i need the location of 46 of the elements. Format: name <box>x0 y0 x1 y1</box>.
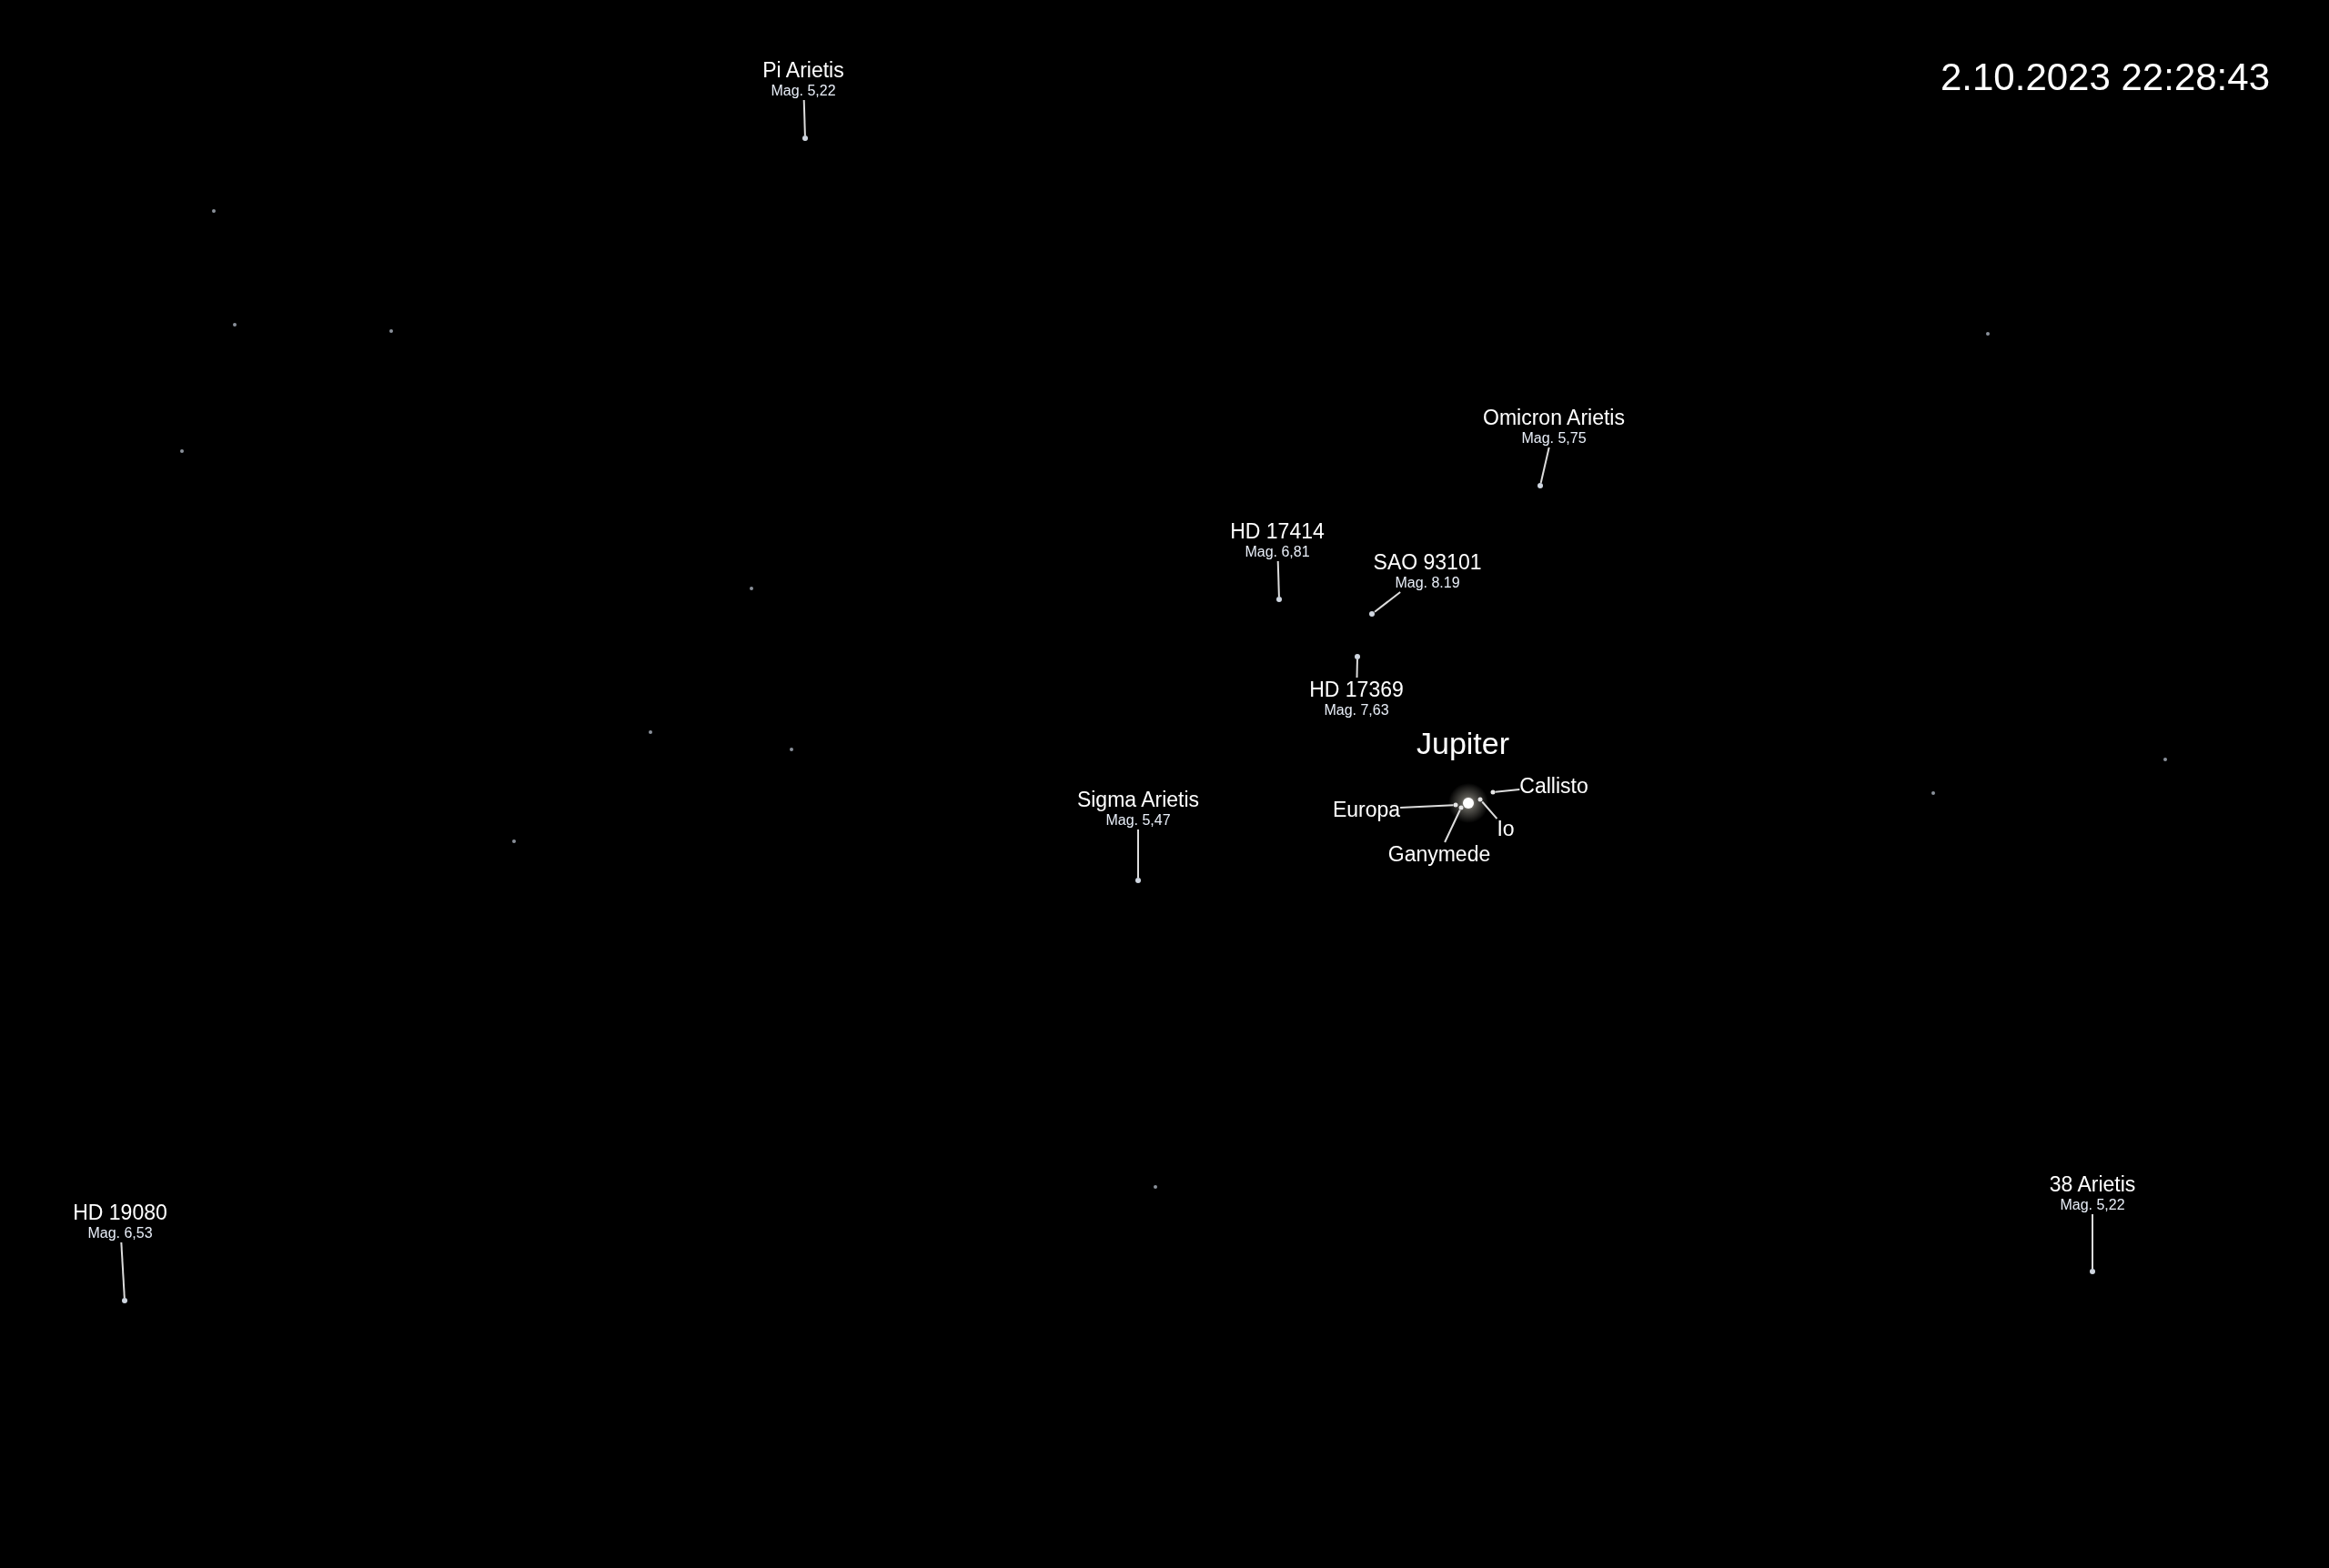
leader-line <box>1137 829 1139 879</box>
star-dot <box>1538 483 1543 488</box>
planet-name: Jupiter <box>1416 726 1510 762</box>
star-name: HD 17369 <box>1309 678 1404 701</box>
star-name: Omicron Arietis <box>1483 406 1625 429</box>
star-dot <box>1355 654 1360 659</box>
magnitude-text: Mag. 5,22 <box>2059 1196 2126 1214</box>
star-dot <box>1369 611 1375 617</box>
moon-dot <box>1453 802 1458 808</box>
leader-line <box>120 1241 126 1299</box>
magnitude-text: Mag. 7,63 <box>1323 701 1390 719</box>
star-name: SAO 93101 <box>1373 550 1482 574</box>
star-dot <box>122 1298 127 1303</box>
leader-line <box>1494 788 1521 793</box>
leader-line <box>802 99 806 136</box>
magnitude-text: Mag. 6,81 <box>1244 543 1311 561</box>
moon-dot <box>1458 805 1464 810</box>
magnitude-text: Mag. 5,22 <box>770 82 837 100</box>
leader-line <box>1444 809 1461 843</box>
moon-dot <box>1490 789 1496 795</box>
star-name: HD 17414 <box>1230 519 1325 543</box>
star-dot <box>1135 878 1141 883</box>
moon-dot <box>1477 797 1483 802</box>
moon-name: Io <box>1497 817 1515 840</box>
star-name: Pi Arietis <box>762 58 844 82</box>
star-dot <box>802 136 808 141</box>
magnitude-text: Mag. 5,75 <box>1520 429 1588 447</box>
leader-line <box>1276 560 1280 598</box>
star-dot <box>2090 1269 2095 1274</box>
moon-name: Europa <box>1332 798 1401 821</box>
magnitude-text: Mag. 8.19 <box>1394 574 1461 592</box>
magnitude-text: Mag. 5,47 <box>1104 811 1172 829</box>
star-name: 38 Arietis <box>2049 1172 2136 1196</box>
star-name: Sigma Arietis <box>1076 788 1200 811</box>
moon-name: Callisto <box>1519 774 1588 798</box>
moon-name: Ganymede <box>1387 842 1491 866</box>
leader-line <box>1399 804 1455 809</box>
timestamp: 2.10.2023 22:28:43 <box>1941 55 2270 100</box>
star-dot <box>1276 597 1282 602</box>
leader-line <box>1356 658 1358 678</box>
leader-line <box>1481 800 1498 820</box>
star-name: HD 19080 <box>73 1201 167 1224</box>
leader-line <box>1539 447 1550 484</box>
leader-line <box>2092 1213 2093 1270</box>
leader-line <box>1374 591 1402 613</box>
magnitude-text: Mag. 6,53 <box>86 1224 154 1242</box>
